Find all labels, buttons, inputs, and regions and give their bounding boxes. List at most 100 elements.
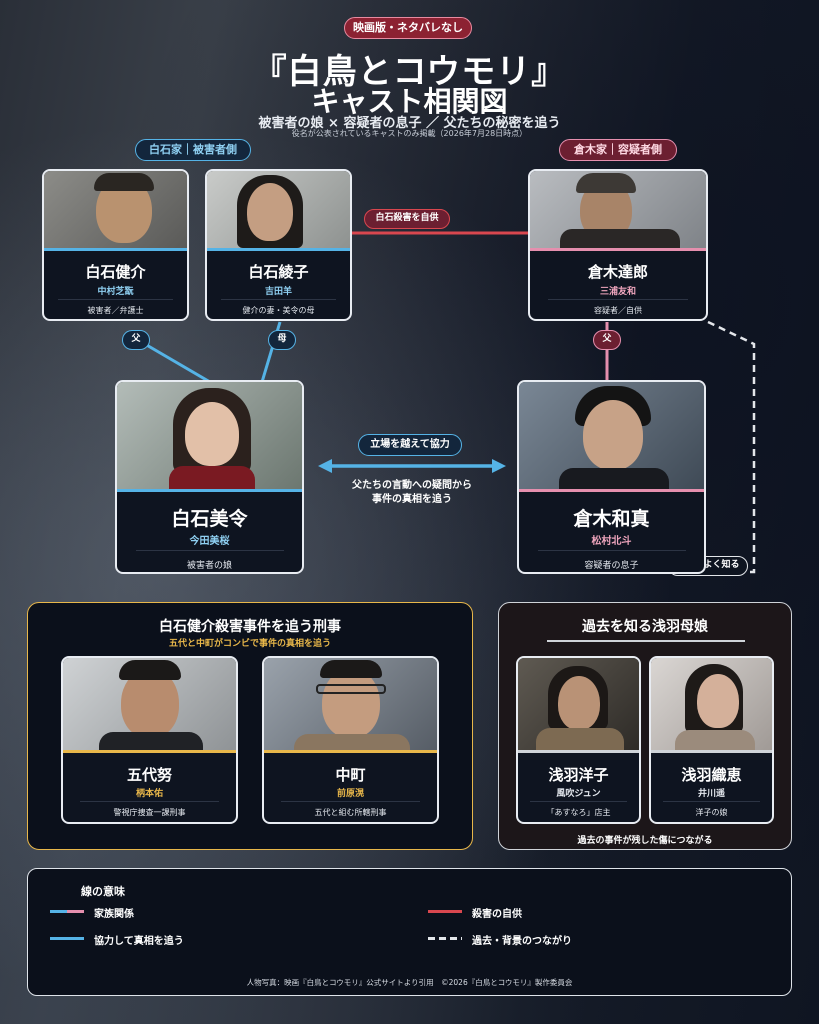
role-yoko: 「あすなろ」店主 — [546, 808, 611, 817]
actor-kazuma: 松村北斗 — [591, 536, 632, 547]
name-kazuma: 倉木和真 — [573, 508, 650, 530]
name-yoko: 浅羽洋子 — [548, 766, 609, 784]
role-mirei: 被害者の娘 — [186, 561, 232, 571]
photo-orie — [651, 658, 772, 750]
photo-nakamachi — [264, 658, 437, 750]
sep-kensuke — [58, 299, 173, 300]
legend-line-cooperate — [50, 937, 84, 940]
face-yoko — [558, 676, 600, 730]
photo-kazuma — [519, 382, 704, 489]
spoiler-badge: 映画版・ネタバレなし — [344, 17, 472, 39]
legend-confession: 殺害の自供 — [472, 909, 522, 920]
bar-orie — [651, 750, 772, 753]
group-label-kuraki: 倉木家｜容疑者側 — [559, 139, 677, 161]
body-godai — [99, 732, 203, 750]
sep-ayako — [221, 299, 336, 300]
bar-nakamachi — [264, 750, 437, 753]
actor-mirei: 今田美桜 — [189, 536, 230, 547]
body-yoko — [536, 728, 624, 750]
name-kensuke: 白石健介 — [85, 263, 146, 281]
card-yoko: 浅羽洋子 風吹ジュン 「あすなろ」店主 — [516, 656, 641, 824]
panel-asaba-title: 過去を知る浅羽母娘 — [582, 619, 708, 635]
photo-mirei — [117, 382, 302, 489]
sep-tatsuro — [547, 299, 689, 300]
body-mirei — [169, 466, 255, 489]
role-kazuma: 容疑者の息子 — [584, 561, 639, 571]
photo-godai — [63, 658, 236, 750]
legend-line-family-pink — [67, 910, 84, 913]
actor-nakamachi: 前原滉 — [336, 789, 364, 799]
label-confession: 白石殺害を自供 — [364, 209, 450, 229]
sep-godai — [80, 801, 219, 802]
name-nakamachi: 中町 — [335, 766, 366, 784]
name-orie: 浅羽織恵 — [681, 766, 742, 784]
page-note: 役名が公表されているキャストのみ掲載（2026年7月28日時点） — [291, 129, 528, 138]
hair-tatsuro — [576, 173, 636, 193]
bar-godai — [63, 750, 236, 753]
sep-kazuma — [537, 550, 686, 551]
card-ayako: 白石綾子 吉田羊 健介の妻・美令の母 — [205, 169, 352, 321]
card-mirei: 白石美令 今田美桜 被害者の娘 — [115, 380, 304, 574]
name-tatsuro: 倉木達郎 — [587, 263, 648, 281]
legend-title: 線の意味 — [81, 885, 125, 898]
bar-tatsuro — [530, 248, 706, 251]
cooperate-desc-1: 父たちの言動への疑問から — [352, 480, 472, 491]
page-title-sub: キャスト相関図 — [311, 85, 508, 118]
role-ayako: 健介の妻・美令の母 — [242, 306, 315, 315]
legend: 線の意味 家族関係 協力して真相を追う 殺害の自供 過去・背景のつながり 人物写… — [27, 868, 792, 996]
page-subtitle: 被害者の娘 × 容疑者の息子 ／ 父たちの秘密を追う — [258, 116, 561, 131]
panel-detectives-subtitle: 五代と中町がコンビで事件の真相を追う — [168, 639, 331, 649]
panel-asaba-divider — [547, 640, 745, 642]
actor-orie: 井川遥 — [697, 789, 725, 799]
card-kazuma: 倉木和真 松村北斗 容疑者の息子 — [517, 380, 706, 574]
label-mother: 母 — [268, 330, 296, 350]
line-past-connection — [707, 320, 756, 574]
actor-godai: 柄本佑 — [135, 789, 163, 799]
arrow-right — [492, 459, 506, 473]
name-ayako: 白石綾子 — [248, 263, 309, 281]
sep-nakamachi — [281, 801, 420, 802]
body-kazuma — [559, 468, 669, 489]
footer-credit: 人物写真：映画『白鳥とコウモリ』公式サイトより引用 ©2026『白鳥とコウモリ』… — [246, 978, 573, 987]
face-orie — [697, 674, 739, 728]
photo-yoko — [518, 658, 639, 750]
role-godai: 警視庁捜査一課刑事 — [113, 808, 186, 817]
label-cooperate: 立場を越えて協力 — [358, 434, 462, 456]
name-mirei: 白石美令 — [171, 508, 248, 530]
card-kensuke: 白石健介 中村芝翫 被害者／弁護士 — [42, 169, 189, 321]
bar-kensuke — [44, 248, 187, 251]
bar-mirei — [117, 489, 302, 492]
card-nakamachi: 中町 前原滉 五代と組む所轄刑事 — [262, 656, 439, 824]
role-orie: 洋子の娘 — [695, 808, 728, 817]
legend-line-family-blue — [50, 910, 67, 913]
sep-mirei — [135, 550, 284, 551]
group-label-shiraishi: 白石家｜被害者側 — [135, 139, 251, 161]
cooperate-desc-2: 事件の真相を追う — [372, 494, 452, 505]
glasses-nakamachi — [316, 684, 386, 694]
photo-ayako — [207, 171, 350, 248]
panel-asaba-footer: 過去の事件が残した傷につながる — [577, 836, 713, 846]
sep-orie — [663, 801, 760, 802]
body-orie — [675, 730, 755, 750]
face-kazuma — [583, 400, 643, 470]
role-kensuke: 被害者／弁護士 — [87, 306, 144, 315]
bar-ayako — [207, 248, 350, 251]
card-tatsuro: 倉木達郎 三浦友和 容疑者／自供 — [528, 169, 708, 321]
bar-kazuma — [519, 489, 704, 492]
face-ayako — [247, 183, 293, 241]
bar-yoko — [518, 750, 639, 753]
face-mirei — [185, 402, 239, 466]
arrow-left — [318, 459, 332, 473]
actor-ayako: 吉田羊 — [264, 287, 292, 297]
hair-nakamachi — [320, 660, 382, 678]
actor-yoko: 風吹ジュン — [556, 789, 601, 799]
sep-yoko — [530, 801, 627, 802]
photo-tatsuro — [530, 171, 706, 248]
actor-kensuke: 中村芝翫 — [97, 287, 134, 297]
label-father-right: 父 — [593, 330, 621, 350]
legend-cooperate: 協力して真相を追う — [94, 936, 184, 947]
page-title: 『白鳥とコウモリ』 — [252, 52, 567, 92]
legend-family: 家族関係 — [94, 909, 134, 920]
body-tatsuro — [560, 229, 680, 248]
actor-tatsuro: 三浦友和 — [599, 287, 636, 297]
